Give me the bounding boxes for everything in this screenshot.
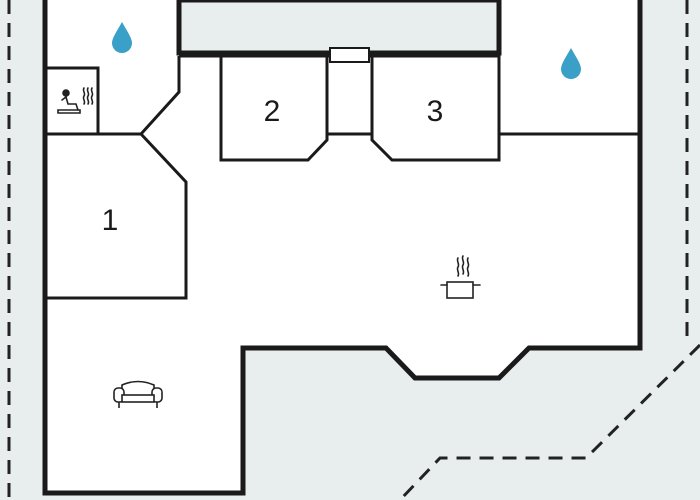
water-drop-icon — [112, 22, 132, 53]
courtyard — [176, 0, 502, 56]
sofa-icon — [113, 380, 163, 408]
house-interior — [45, 0, 640, 493]
sauna-icon — [57, 87, 94, 114]
room-1-label: 1 — [102, 204, 119, 237]
exterior-wall — [42, 0, 643, 496]
property-boundary-diagonal — [398, 343, 700, 500]
room-2-label: 2 — [264, 95, 281, 128]
room-3-label: 3 — [427, 95, 444, 128]
hallway-window — [329, 47, 370, 63]
water-drop-icon — [561, 48, 581, 79]
cooking-pot-icon — [440, 255, 481, 299]
